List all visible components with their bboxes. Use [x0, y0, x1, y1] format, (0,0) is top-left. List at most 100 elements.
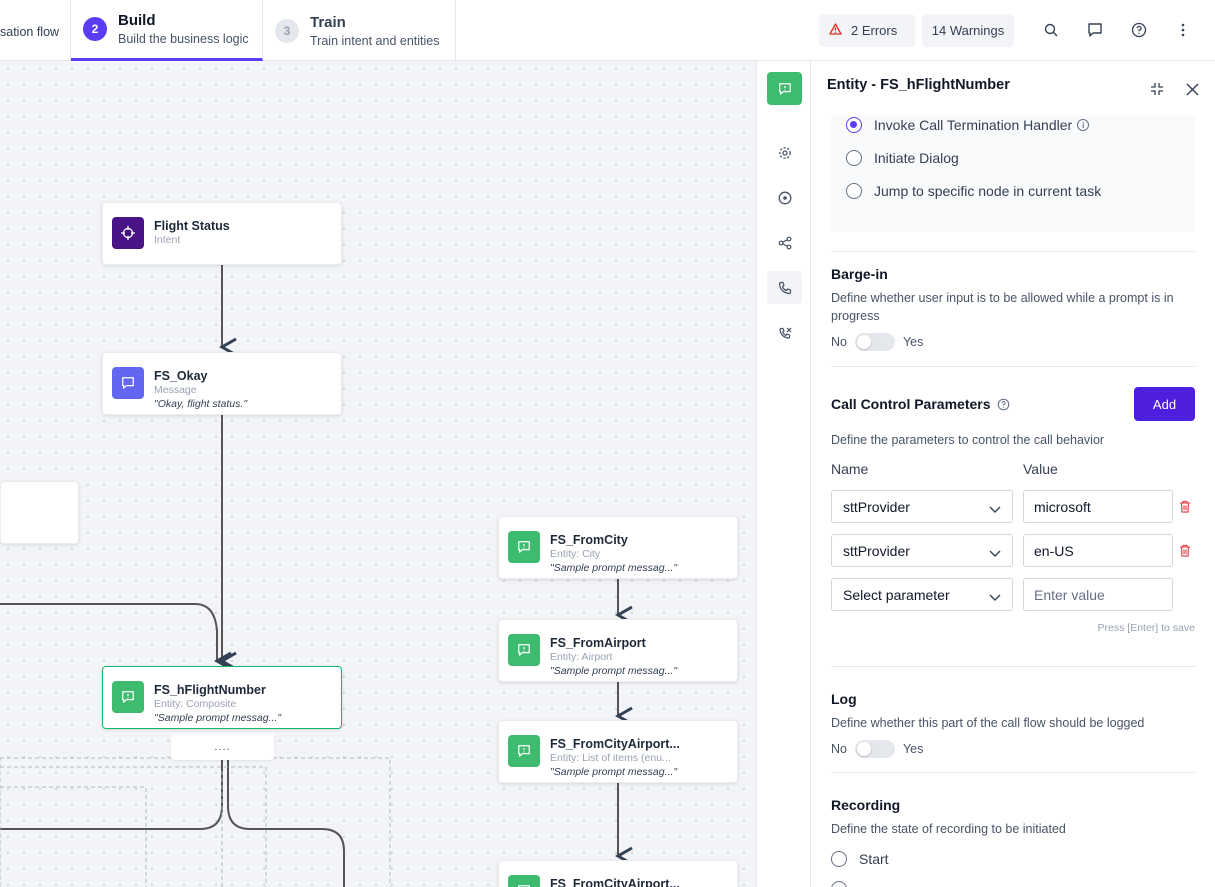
step-train[interactable]: 3 Train Train intent and entities — [263, 0, 456, 61]
step-title: Train — [310, 13, 346, 31]
message-icon — [112, 367, 144, 399]
flow-node-entity[interactable]: FS_FromCity Entity: City "Sample prompt … — [498, 516, 738, 579]
help-icon[interactable] — [997, 398, 1010, 411]
panel-tabs-rail — [756, 61, 811, 887]
flow-node-entity[interactable]: FS_FromAirport Entity: Airport "Sample p… — [498, 619, 738, 682]
chevron-down-icon — [989, 501, 1001, 517]
step-number: 2 — [83, 17, 107, 41]
node-type: Entity: Composite — [154, 698, 237, 710]
node-type: Message — [154, 384, 197, 396]
more-nodes-button[interactable]: .... — [171, 733, 274, 760]
node-title: FS_FromCity — [550, 533, 628, 547]
radio-button[interactable] — [846, 183, 862, 199]
step-number: 3 — [275, 18, 299, 43]
entity-icon — [112, 681, 144, 713]
node-title: FS_FromAirport — [550, 636, 646, 650]
radio-initiate-dialog[interactable]: Initiate Dialog — [846, 150, 959, 166]
radio-button[interactable] — [831, 851, 847, 867]
flow-node-entity[interactable]: FS_FromCityAirport... Entity: List of it… — [498, 720, 738, 783]
radio-invoke-call-termination[interactable]: Invoke Call Termination Handler i — [846, 117, 1090, 133]
help-icon[interactable] — [1130, 21, 1148, 39]
step-title: Build — [118, 12, 156, 29]
add-parameter-button[interactable]: Add — [1134, 387, 1195, 421]
node-type: Entity: List of items (enu... — [550, 752, 671, 764]
flow-node-partial[interactable] — [0, 481, 79, 544]
parameter-name-select[interactable]: sttProvider — [831, 534, 1013, 567]
radio-jump-to-node[interactable]: Jump to specific node in current task — [846, 183, 1101, 199]
chevron-down-icon — [989, 589, 1001, 605]
info-icon[interactable]: i — [1077, 119, 1090, 131]
radio-label: Invoke Call Termination Handler — [874, 117, 1073, 133]
entity-icon — [508, 875, 540, 887]
node-prompt: "Sample prompt messag..." — [550, 766, 678, 778]
radio-label: Jump to specific node in current task — [874, 183, 1102, 199]
radio-label: Initiate Dialog — [874, 150, 959, 166]
save-hint: Press [Enter] to save — [1097, 622, 1195, 634]
panel-title: Entity - FS_hFlightNumber — [827, 77, 1010, 93]
radio-button[interactable] — [831, 881, 847, 887]
close-icon[interactable] — [1183, 80, 1201, 98]
comment-icon[interactable] — [1086, 21, 1104, 39]
toggle-no-label: No — [831, 742, 847, 756]
node-type: Intent — [154, 234, 181, 246]
log-heading: Log — [831, 691, 857, 707]
flow-node-message[interactable]: FS_Okay Message "Okay, flight status." — [102, 352, 342, 415]
search-icon[interactable] — [1042, 21, 1060, 39]
entity-icon — [508, 531, 540, 563]
recording-description: Define the state of recording to be init… — [831, 822, 1066, 836]
step-build[interactable]: 2 Build Build the business logic — [71, 0, 263, 61]
warnings-label: 14 Warnings — [931, 23, 1005, 38]
node-title: FS_Okay — [154, 369, 208, 383]
node-type: Entity: City — [550, 548, 601, 560]
radio-button[interactable] — [846, 150, 862, 166]
toggle-yes-label: Yes — [902, 335, 924, 349]
more-vertical-icon[interactable] — [1174, 21, 1192, 39]
node-title: FS_FromCityAirport... — [550, 737, 680, 751]
log-toggle[interactable] — [854, 740, 895, 758]
parameter-name-select[interactable]: sttProvider — [831, 490, 1013, 523]
barge-in-toggle[interactable] — [854, 333, 895, 351]
entity-icon — [508, 735, 540, 767]
divider — [831, 772, 1195, 773]
play-circle-icon[interactable] — [767, 181, 802, 214]
flow-node-entity-selected[interactable]: FS_hFlightNumber Entity: Composite "Samp… — [102, 666, 342, 729]
settings-gear-icon[interactable] — [767, 136, 802, 169]
call-control-description: Define the parameters to control the cal… — [831, 433, 1105, 447]
select-value: sttProvider — [843, 498, 910, 515]
connections-icon[interactable] — [767, 226, 802, 259]
select-placeholder: Select parameter — [843, 586, 950, 603]
warnings-button[interactable]: 14 Warnings — [922, 14, 1014, 47]
errors-button[interactable]: 2 Errors — [819, 14, 915, 47]
hangup-icon[interactable] — [767, 316, 802, 349]
flow-canvas[interactable]: Flight Status Intent FS_Okay Message "Ok… — [0, 61, 756, 887]
phone-settings-icon[interactable] — [767, 271, 802, 304]
flow-node-entity[interactable]: FS_FromCityAirport... — [498, 860, 738, 887]
node-prompt: "Sample prompt messag..." — [154, 712, 282, 724]
radio-recording-start[interactable]: Start — [831, 851, 889, 867]
new-parameter-select[interactable]: Select parameter — [831, 578, 1013, 611]
node-prompt: "Sample prompt messag..." — [550, 665, 678, 677]
parameter-value-input[interactable] — [1023, 534, 1173, 567]
step-subtitle: sation flow — [0, 25, 60, 39]
step-conversation-flow[interactable]: sation flow — [0, 0, 71, 61]
trash-icon[interactable] — [1179, 544, 1191, 558]
step-subtitle: Train intent and entities — [310, 33, 440, 48]
radio-recording-next[interactable] — [831, 881, 859, 887]
node-prompt: "Okay, flight status." — [154, 398, 248, 410]
new-parameter-value-input[interactable] — [1023, 578, 1173, 611]
node-title: FS_hFlightNumber — [154, 683, 266, 697]
warning-triangle-icon — [829, 23, 842, 38]
call-control-title: Call Control Parameters — [831, 396, 991, 412]
divider — [831, 666, 1195, 667]
step-subtitle: Build the business logic — [118, 32, 249, 46]
radio-label: Start — [859, 851, 889, 867]
target-icon — [112, 217, 144, 249]
value-column-header: Value — [1023, 461, 1058, 477]
radio-button-selected[interactable] — [846, 117, 862, 133]
trash-icon[interactable] — [1179, 500, 1191, 514]
collapse-icon[interactable] — [1148, 80, 1166, 98]
parameter-value-input[interactable] — [1023, 490, 1173, 523]
entity-tab-icon[interactable] — [767, 72, 802, 105]
divider — [831, 251, 1195, 252]
flow-node-intent[interactable]: Flight Status Intent — [102, 202, 342, 265]
